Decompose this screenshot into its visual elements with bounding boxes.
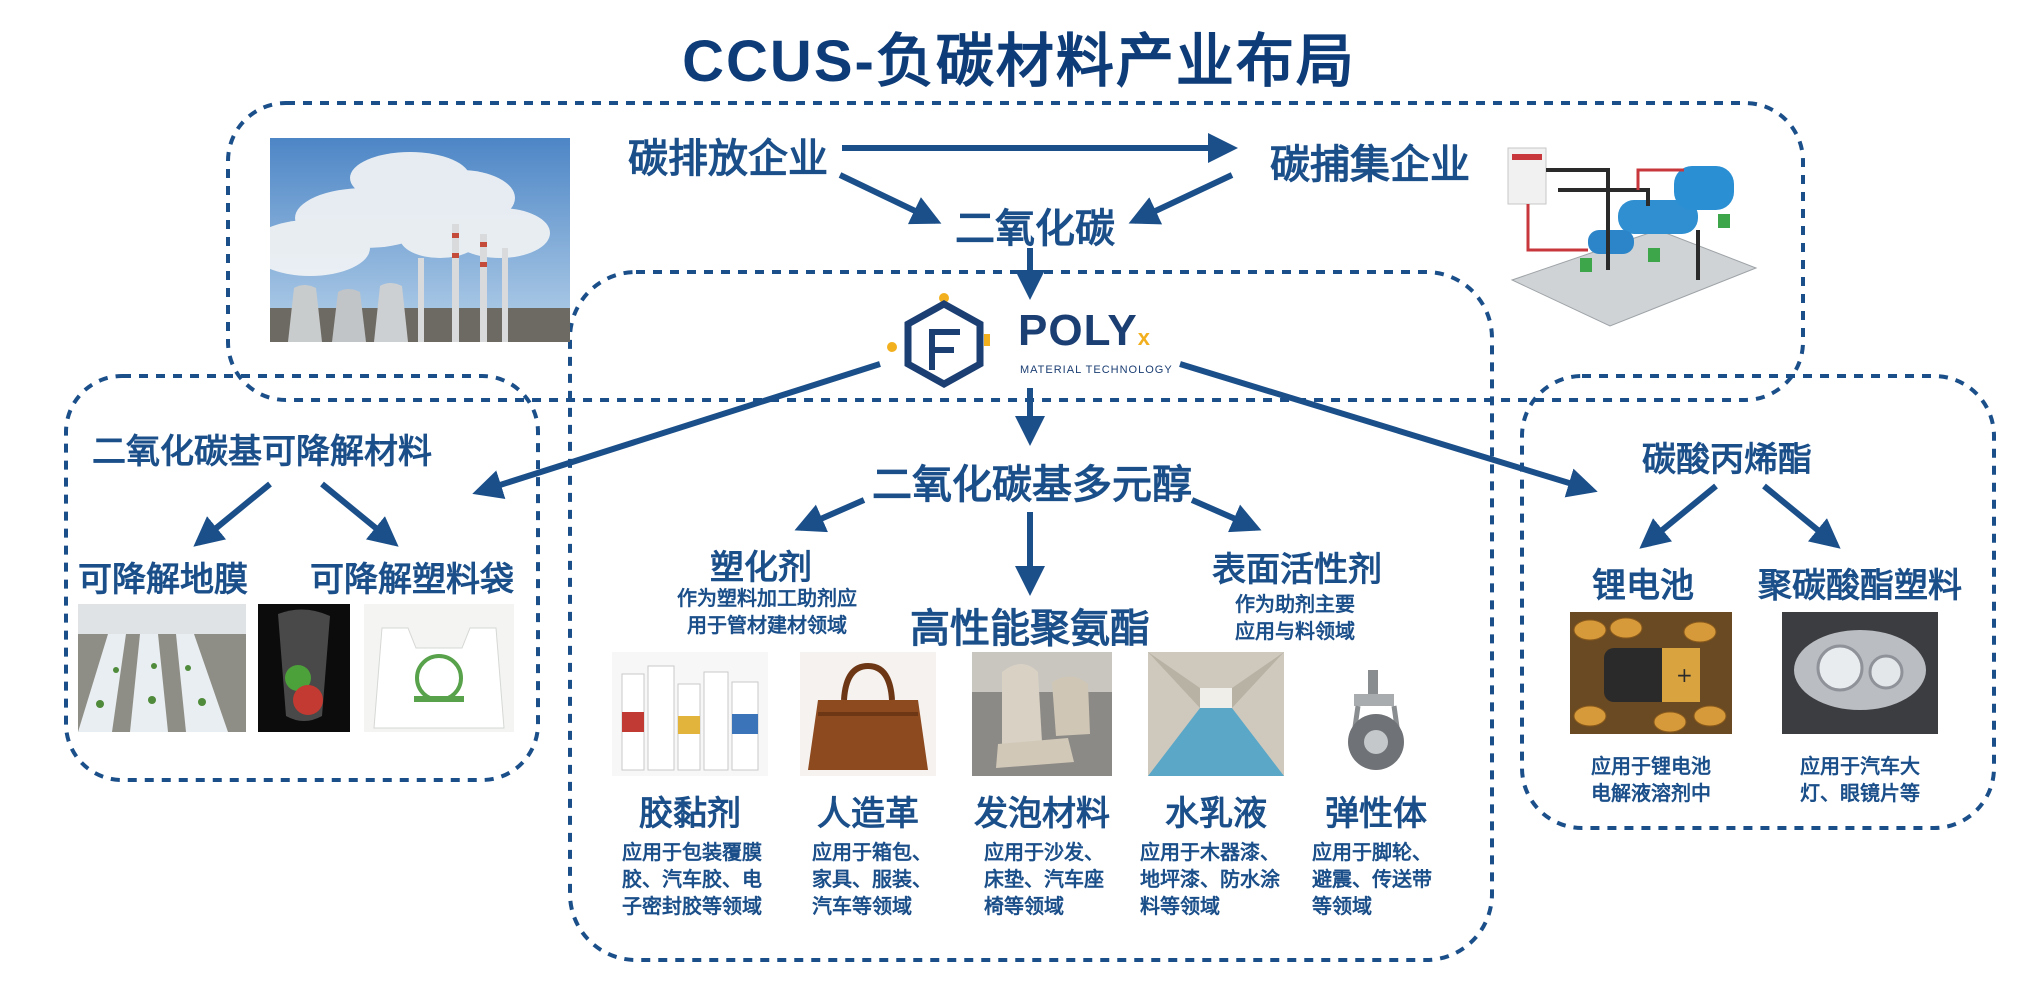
left-group-title: 二氧化碳基可降解材料 bbox=[92, 433, 432, 471]
lithium-battery-label: 锂电池 bbox=[1592, 567, 1694, 605]
logo-tagline: MATERIAL TECHNOLOGY bbox=[1020, 364, 1173, 376]
battery-desc: 应用于锂电池 电解液溶剂中 bbox=[1570, 754, 1732, 808]
arrow-right-to-pc bbox=[1762, 483, 1841, 549]
group-right-box bbox=[1520, 374, 1996, 830]
svg-text:+: + bbox=[1676, 663, 1693, 687]
product-desc-line: 应用于箱包、 bbox=[812, 842, 932, 864]
surfactant-desc: 作为助剂主要 应用与料领域 bbox=[1220, 592, 1370, 646]
arrow-polyol-to-plasticizer bbox=[794, 497, 866, 533]
product-desc: 应用于脚轮、 避震、传送带 等领域 bbox=[1312, 840, 1432, 921]
shopping-bag-photo bbox=[364, 604, 514, 732]
emitter-label: 碳排放企业 bbox=[628, 137, 828, 181]
mulch-film-photo bbox=[78, 604, 246, 732]
plasticizer-desc-line: 作为塑料加工助剂应 bbox=[677, 588, 857, 610]
adhesive-photo bbox=[612, 652, 768, 776]
product-desc-line: 床垫、汽车座 bbox=[984, 869, 1104, 891]
surfactant-label: 表面活性剂 bbox=[1212, 551, 1382, 589]
headlight-photo bbox=[1782, 612, 1938, 734]
right-group-title: 碳酸丙烯酯 bbox=[1642, 441, 1812, 479]
arrow-emitter-to-co2 bbox=[838, 172, 942, 225]
arrow-right-to-battery bbox=[1639, 483, 1718, 549]
polyx-logo: POLYx MATERIAL TECHNOLOGY bbox=[880, 292, 1180, 389]
product-name: 胶黏剂 bbox=[639, 795, 741, 833]
product-desc-line: 椅等领域 bbox=[984, 896, 1064, 918]
polycarbonate-desc: 应用于汽车大 灯、眼镜片等 bbox=[1782, 754, 1938, 808]
caster-wheel-photo bbox=[1334, 668, 1418, 776]
logo-brand: POLYx bbox=[1018, 306, 1151, 356]
product-name: 弹性体 bbox=[1325, 795, 1427, 833]
emulsion-floor-photo bbox=[1148, 652, 1284, 776]
product-desc-line: 料等领域 bbox=[1140, 896, 1220, 918]
produce-bag-photo bbox=[258, 604, 350, 732]
plasticizer-label: 塑化剂 bbox=[710, 549, 812, 587]
product-desc-line: 地坪漆、防水涂 bbox=[1140, 869, 1280, 891]
polyurethane-label: 高性能聚氨酯 bbox=[910, 607, 1150, 651]
polyol-label: 二氧化碳基多元醇 bbox=[872, 463, 1192, 507]
product-name: 人造革 bbox=[817, 795, 919, 833]
group-left-box bbox=[64, 374, 540, 782]
arrow-left-to-bag bbox=[320, 481, 399, 547]
product-desc-line: 家具、服装、 bbox=[812, 869, 932, 891]
product-desc-line: 应用于包装覆膜 bbox=[622, 842, 762, 864]
battery-desc-line: 电解液溶剂中 bbox=[1591, 783, 1711, 805]
polyx-logo-mark bbox=[887, 293, 990, 389]
product-desc-line: 等领域 bbox=[1312, 896, 1372, 918]
product-desc-line: 应用于木器漆、 bbox=[1140, 842, 1280, 864]
product-name: 水乳液 bbox=[1165, 795, 1267, 833]
arrow-capture-to-co2 bbox=[1128, 172, 1234, 225]
product-desc: 应用于箱包、 家具、服装、 汽车等领域 bbox=[812, 840, 932, 921]
capture-equipment-illustration bbox=[1498, 130, 1760, 330]
product-desc-line: 胶、汽车胶、电 bbox=[622, 869, 762, 891]
product-desc-line: 避震、传送带 bbox=[1312, 869, 1432, 891]
product-name: 发泡材料 bbox=[974, 795, 1110, 833]
degradable-bag-label: 可降解塑料袋 bbox=[310, 561, 514, 599]
arrow-polyol-to-surfactant bbox=[1190, 497, 1262, 533]
degradable-film-label: 可降解地膜 bbox=[78, 561, 248, 599]
surfactant-desc-line: 作为助剂主要 bbox=[1235, 594, 1355, 616]
battery-photo: + bbox=[1570, 612, 1732, 734]
product-desc-line: 子密封胶等领域 bbox=[622, 896, 762, 918]
page-title: CCUS-负碳材料产业布局 bbox=[682, 29, 1356, 94]
product-desc: 应用于木器漆、 地坪漆、防水涂 料等领域 bbox=[1140, 840, 1280, 921]
product-desc-line: 应用于沙发、 bbox=[984, 842, 1104, 864]
arrow-logo-to-right bbox=[1179, 361, 1598, 498]
arrow-left-to-film bbox=[193, 481, 272, 547]
arrow-logo-to-left bbox=[472, 361, 881, 500]
plasticizer-desc: 作为塑料加工助剂应 用于管材建材领域 bbox=[664, 586, 870, 640]
polycarbonate-desc-line: 应用于汽车大 bbox=[1800, 756, 1920, 778]
battery-desc-line: 应用于锂电池 bbox=[1591, 756, 1711, 778]
polycarbonate-label: 聚碳酸酯塑料 bbox=[1758, 567, 1962, 605]
factory-photo bbox=[270, 138, 570, 342]
capture-label: 碳捕集企业 bbox=[1270, 143, 1470, 187]
logo-brand-sub: x bbox=[1137, 325, 1152, 350]
plasticizer-desc-line: 用于管材建材领域 bbox=[687, 615, 847, 637]
logo-brand-text: POLY bbox=[1018, 306, 1138, 355]
leather-bag-photo bbox=[800, 652, 936, 776]
product-desc: 应用于沙发、 床垫、汽车座 椅等领域 bbox=[984, 840, 1104, 921]
group-top-box bbox=[226, 101, 1805, 402]
product-desc: 应用于包装覆膜 胶、汽车胶、电 子密封胶等领域 bbox=[622, 840, 762, 921]
car-seat-photo bbox=[972, 652, 1112, 776]
product-desc-line: 应用于脚轮、 bbox=[1312, 842, 1432, 864]
co2-label: 二氧化碳 bbox=[955, 207, 1115, 251]
surfactant-desc-line: 应用与料领域 bbox=[1235, 621, 1355, 643]
product-desc-line: 汽车等领域 bbox=[812, 896, 912, 918]
polycarbonate-desc-line: 灯、眼镜片等 bbox=[1800, 783, 1920, 805]
